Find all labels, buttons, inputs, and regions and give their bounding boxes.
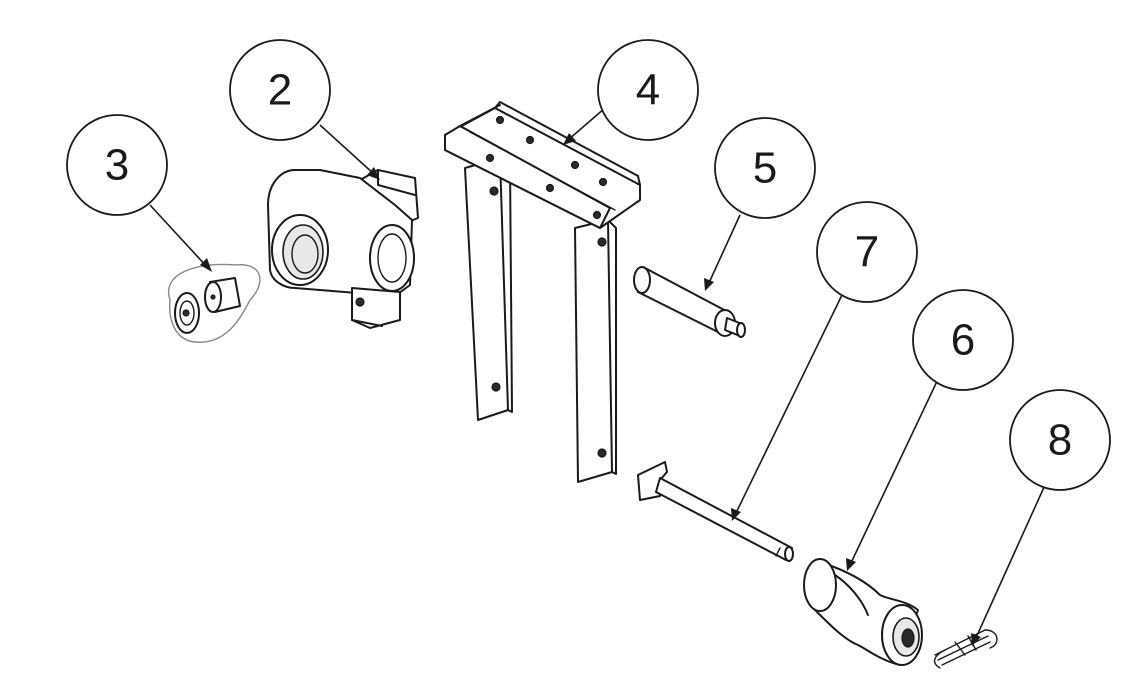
balloon-3-label: 3 — [105, 141, 129, 190]
balloon-6: 6 — [912, 289, 1014, 391]
balloon-3: 3 — [66, 114, 168, 216]
balloon-4-label: 4 — [636, 66, 660, 115]
balloon-2: 2 — [229, 39, 331, 141]
balloon-4: 4 — [597, 39, 699, 141]
balloon-5: 5 — [714, 117, 816, 219]
balloon-7-label: 7 — [855, 228, 879, 277]
part-2-housing — [267, 169, 419, 329]
part-3-endcap — [167, 263, 261, 343]
part-6-spool — [803, 558, 923, 666]
balloon-8-label: 8 — [1048, 416, 1072, 465]
balloon-8: 8 — [1009, 389, 1111, 491]
part-4-bracket — [444, 101, 641, 483]
balloon-7: 7 — [816, 201, 918, 303]
part-5-roller — [633, 266, 746, 338]
balloon-2-label: 2 — [268, 66, 292, 115]
leader-lines — [149, 107, 1046, 646]
part-8-clip — [933, 629, 998, 669]
part-7-pin — [637, 461, 794, 562]
balloon-6-label: 6 — [951, 316, 975, 365]
balloon-5-label: 5 — [753, 144, 777, 193]
